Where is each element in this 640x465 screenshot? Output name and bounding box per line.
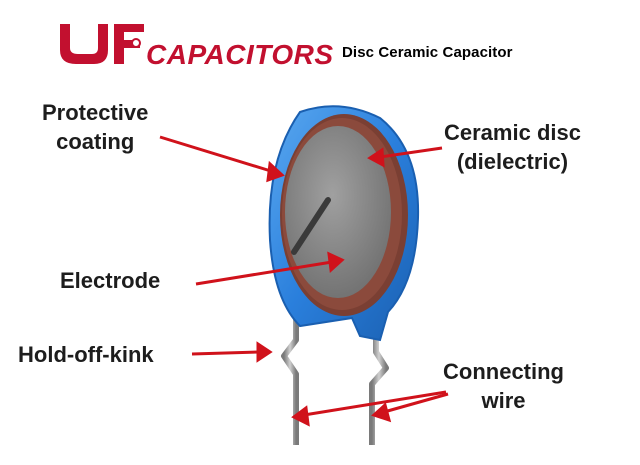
arrow-connecting-wire-left xyxy=(303,390,447,417)
label-hold-off-kink: Hold-off-kink xyxy=(18,342,154,367)
electrode xyxy=(285,126,391,298)
electrode-lead xyxy=(291,197,331,255)
label-electrode: Electrode xyxy=(60,268,161,293)
arrow-electrode xyxy=(195,260,333,286)
arrow-connecting-wire-right xyxy=(383,392,449,414)
label-connecting-wire: Connecting wire xyxy=(443,359,564,413)
left-wire xyxy=(281,318,299,445)
label-ceramic-disc: Ceramic disc (dielectric) xyxy=(444,120,581,174)
arrow-protective-coating xyxy=(159,135,275,174)
page-subtitle: Disc Ceramic Capacitor xyxy=(342,44,513,61)
logo-brand-text: CAPACITORS xyxy=(146,39,334,70)
annotation-arrows xyxy=(159,135,449,427)
arrow-ceramic-disc xyxy=(379,146,443,159)
right-wire xyxy=(369,326,389,445)
uf-capacitors-logo: CAPACITORS xyxy=(60,24,334,70)
arrow-hold-off-kink xyxy=(191,350,261,356)
label-protective-coating: Protective coating xyxy=(42,100,149,154)
